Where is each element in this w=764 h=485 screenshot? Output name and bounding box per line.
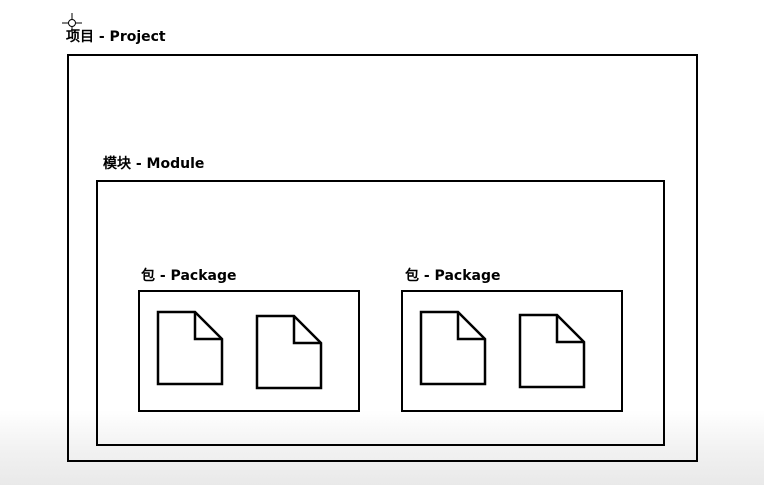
module-label: 模块 - Module <box>103 156 205 172</box>
file-icon <box>419 310 487 386</box>
project-box <box>67 54 698 462</box>
project-label: 项目 - Project <box>66 29 166 45</box>
module-box <box>96 180 665 446</box>
package-box <box>138 290 360 412</box>
file-icon <box>255 314 323 390</box>
package-label: 包 - Package <box>141 268 237 284</box>
package-label: 包 - Package <box>405 268 501 284</box>
package-box <box>401 290 623 412</box>
crosshair-cursor-icon <box>62 13 82 33</box>
file-icon <box>156 310 224 386</box>
file-icon <box>518 313 586 389</box>
